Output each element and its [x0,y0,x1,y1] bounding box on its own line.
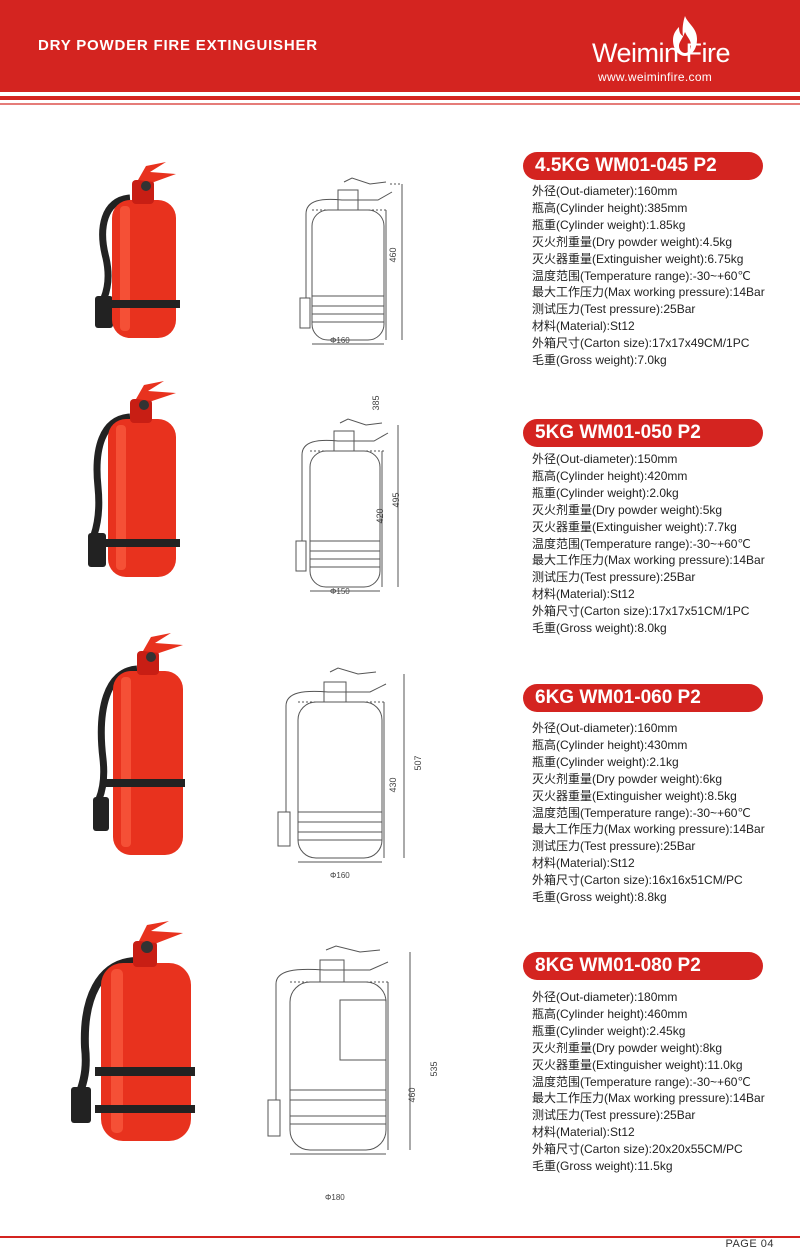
cylinder-height-text: 460 [408,1087,417,1102]
page-header: DRY POWDER FIRE EXTINGUISHER Weimin Fire… [0,0,800,112]
total-height-text: 535 [430,1061,439,1076]
total-height-text: 460 [389,247,398,262]
spec-item: 外径(Out-diameter):180mm [532,990,678,1004]
cylinder-height-label: 430 [389,777,398,792]
product-section: 460 535 Φ180 8KG WM01-080 P2 外径(Out-diam… [0,921,800,1222]
product-title: 4.5KG WM01-045 P2 [523,152,763,180]
spec-list: 外径(Out-diameter):160mm 瓶高(Cylinder heigh… [532,183,765,369]
header-rule-thin [0,103,800,105]
footer-rule [0,1236,800,1248]
spec-item: 外径(Out-diameter):160mm [532,721,678,735]
spec-item: 测试压力(Test pressure):25Bar [532,1108,696,1123]
spec-item: 外箱尺寸(Carton size):16x16x51CM/PC [532,873,743,888]
spec-item: 毛重(Gross weight):8.8kg [532,890,667,905]
total-height-label: 495 [392,492,401,507]
spec-item: 瓶高(Cylinder height):385mm [532,200,688,215]
spec-item: 温度范围(Temperature range):-30~+60℃ [532,1074,751,1089]
header-band [0,0,800,92]
spec-item: 温度范围(Temperature range):-30~+60℃ [532,268,751,283]
spec-item: 瓶重(Cylinder weight):1.85kg [532,217,686,232]
header-rule [0,96,800,100]
spec-item: 灭火剂重量(Dry powder weight):5kg [532,502,723,517]
product-section: 420 495 Φ150 5KG WM01-050 P2 外径(Out-diam… [0,381,800,687]
cylinder-height-text: 420 [376,508,385,523]
cylinder-height-text: 385 [372,395,381,410]
spec-item: 温度范围(Temperature range):-30~+60℃ [532,536,751,551]
spec-item: 测试压力(Test pressure):25Bar [532,302,696,317]
product-section: 385 460 Φ160 4.5KG WM01-045 P2 外径(Out-di… [0,148,800,418]
spec-list: 外径(Out-diameter):150mm 瓶高(Cylinder heigh… [532,451,765,637]
spec-item: 瓶高(Cylinder height):420mm [532,468,688,483]
spec-item: 毛重(Gross weight):7.0kg [532,353,667,368]
product-section: 430 507 Φ160 6KG WM01-060 P2 外径(Out-diam… [0,633,800,954]
cylinder-height-label: 460 [408,1087,417,1102]
spec-item: 瓶重(Cylinder weight):2.1kg [532,754,679,769]
extinguisher-photo [95,162,180,338]
spec-item: 材料(Material):St12 [532,587,635,602]
diameter-label: Φ160 [330,871,350,880]
spec-item: 灭火剂重量(Dry powder weight):4.5kg [532,234,733,249]
spec-item: 瓶高(Cylinder height):460mm [532,1006,688,1021]
spec-item: 外径(Out-diameter):150mm [532,452,678,466]
spec-item: 最大工作压力(Max working pressure):14Bar [532,822,765,837]
extinguisher-photo [88,381,180,577]
product-title: 8KG WM01-080 P2 [523,952,763,980]
spec-item: 温度范围(Temperature range):-30~+60℃ [532,805,751,820]
spec-item: 最大工作压力(Max working pressure):14Bar [532,553,765,568]
total-height-label: 507 [414,755,423,770]
cylinder-height-label: 420 [376,508,385,523]
spec-item: 瓶高(Cylinder height):430mm [532,737,688,752]
extinguisher-photo [71,921,195,1141]
total-height-text: 507 [414,755,423,770]
spec-item: 材料(Material):St12 [532,856,635,871]
total-height-label: 535 [430,1061,439,1076]
dimension-drawing [299,177,403,345]
flame-logo-icon [673,16,697,56]
total-height-text: 495 [392,492,401,507]
page-title: DRY POWDER FIRE EXTINGUISHER [38,37,318,54]
spec-list: 外径(Out-diameter):160mm 瓶高(Cylinder heigh… [532,720,765,906]
total-height-label: 460 [389,247,398,262]
spec-item: 瓶重(Cylinder weight):2.45kg [532,1023,686,1038]
spec-item: 灭火剂重量(Dry powder weight):6kg [532,771,723,786]
diameter-label: Φ160 [330,336,350,345]
spec-item: 材料(Material):St12 [532,319,635,334]
spec-item: 毛重(Gross weight):8.0kg [532,621,667,636]
spec-item: 毛重(Gross weight):11.5kg [532,1159,673,1174]
product-title: 5KG WM01-050 P2 [523,419,763,447]
spec-item: 最大工作压力(Max working pressure):14Bar [532,1091,765,1106]
dimension-drawing [267,945,411,1155]
spec-item: 最大工作压力(Max working pressure):14Bar [532,285,765,300]
spec-item: 灭火器重量(Extinguisher weight):6.75kg [532,251,744,266]
spec-item: 外箱尺寸(Carton size):20x20x55CM/PC [532,1142,743,1157]
diameter-label: Φ180 [325,1193,345,1202]
spec-item: 瓶重(Cylinder weight):2.0kg [532,485,679,500]
extinguisher-photo [93,633,185,855]
product-title: 6KG WM01-060 P2 [523,684,763,712]
spec-item: 灭火器重量(Extinguisher weight):11.0kg [532,1057,743,1072]
dimension-drawing [295,418,399,592]
spec-item: 材料(Material):St12 [532,1125,635,1140]
dimension-drawing [277,667,405,863]
spec-item: 测试压力(Test pressure):25Bar [532,839,696,854]
cylinder-height-text: 430 [389,777,398,792]
spec-item: 测试压力(Test pressure):25Bar [532,570,696,585]
spec-item: 外箱尺寸(Carton size):17x17x49CM/1PC [532,336,750,351]
spec-item: 外径(Out-diameter):160mm [532,184,678,198]
spec-item: 灭火器重量(Extinguisher weight):7.7kg [532,519,737,534]
brand-url: www.weiminfire.com [598,70,713,84]
spec-list: 外径(Out-diameter):180mm 瓶高(Cylinder heigh… [532,989,765,1175]
spec-item: 灭火剂重量(Dry powder weight):8kg [532,1040,723,1055]
spec-item: 外箱尺寸(Carton size):17x17x51CM/1PC [532,604,750,619]
cylinder-height-label: 385 [372,395,381,410]
diameter-label: Φ150 [330,587,350,596]
brand-logo: Weimin Fire [592,38,731,68]
spec-item: 灭火器重量(Extinguisher weight):8.5kg [532,788,737,803]
page-number: PAGE 04 [725,1238,774,1250]
